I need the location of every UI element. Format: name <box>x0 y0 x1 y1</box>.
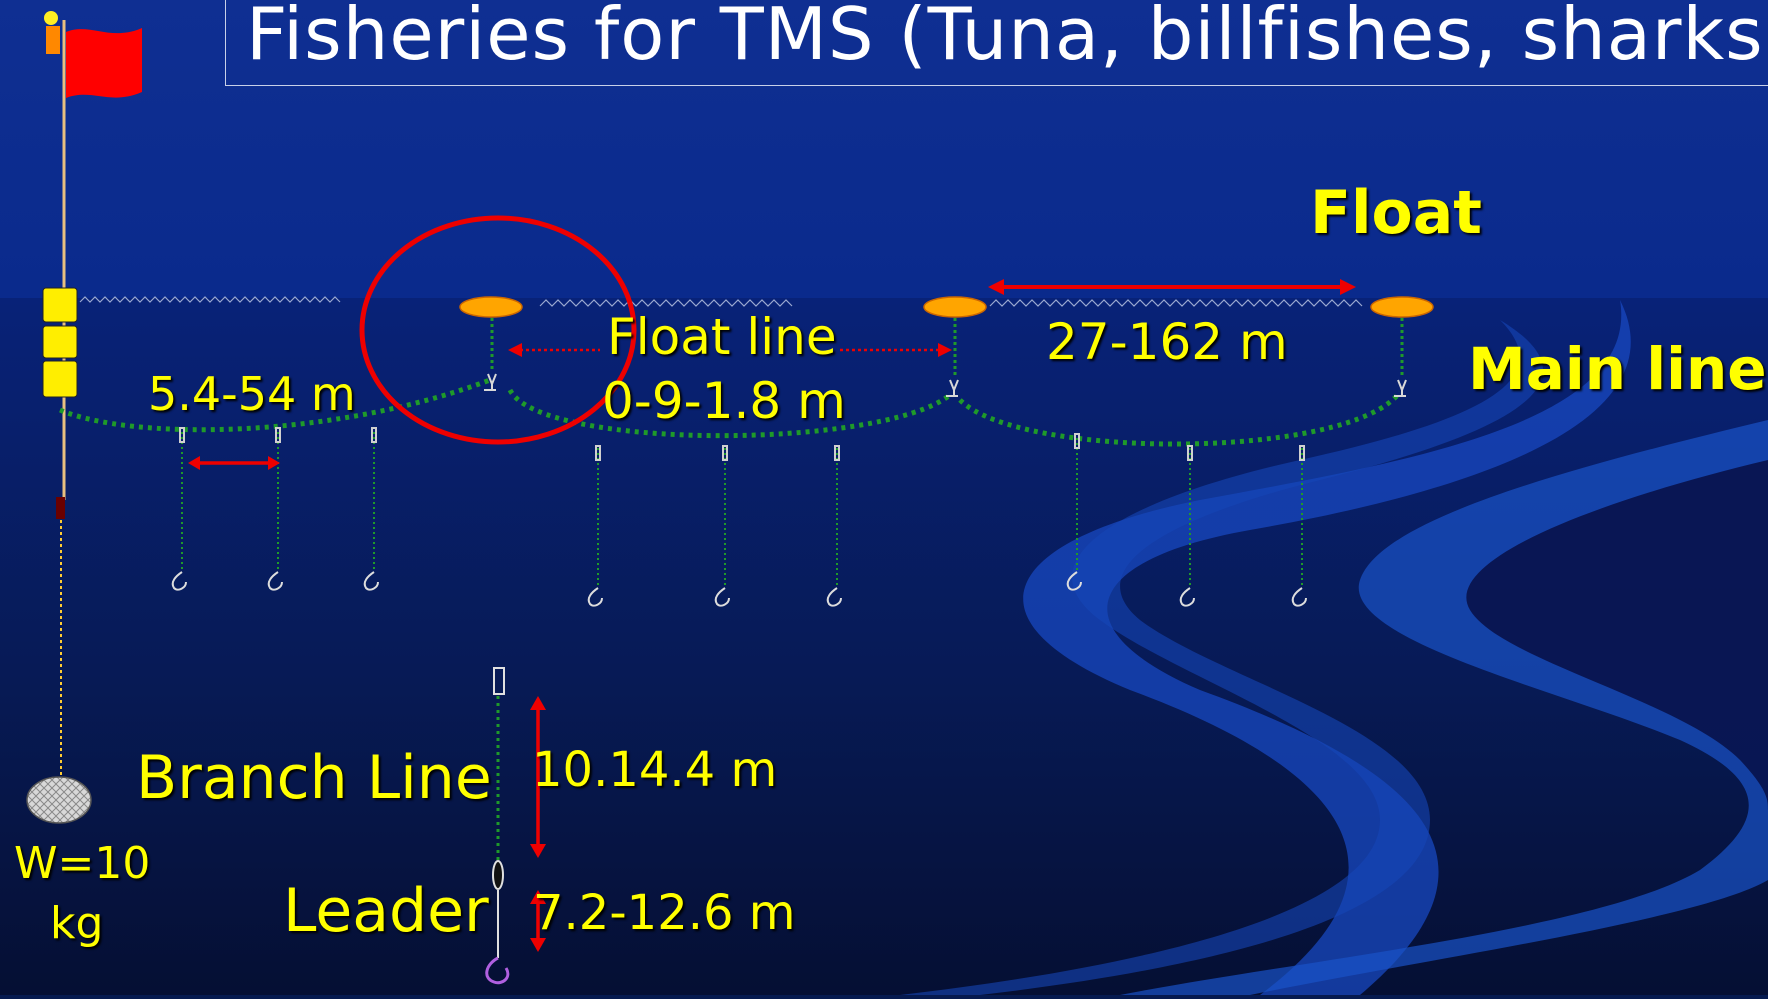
measurement-arrows <box>188 279 1356 952</box>
page-title: Fisheries for TMS (Tuna, billfishes, sha… <box>246 0 1764 76</box>
sky-background <box>0 0 1768 300</box>
hook-icon <box>171 571 1307 607</box>
leader-length-label: 7.2-12.6 m <box>533 885 796 941</box>
flag-buoy <box>26 11 142 824</box>
highlight-circle <box>359 215 637 445</box>
float-icon <box>459 296 1434 318</box>
weight-icon <box>26 776 92 824</box>
sea-surface-waves <box>79 296 341 303</box>
swivel-icon <box>484 373 1407 397</box>
title-box: Fisheries for TMS (Tuna, billfishes, sha… <box>225 0 1768 86</box>
weight-label-line1: W=10 <box>14 838 151 889</box>
float-line-length-label: 0-9-1.8 m <box>602 372 846 430</box>
branch-lines <box>171 427 1307 607</box>
float-lines <box>490 312 1404 378</box>
sea-surface-waves-2 <box>539 299 793 307</box>
branch-line-label: Branch Line <box>136 743 492 813</box>
branch-line-length-label: 10.14.4 m <box>532 742 778 798</box>
hook-icon <box>485 956 510 985</box>
weight-label-line2: kg <box>50 898 104 949</box>
main-line-label: Main line <box>1468 335 1767 403</box>
swivel-icon <box>492 860 504 890</box>
sea-surface-waves-3 <box>989 299 1363 307</box>
decorative-swoosh <box>900 300 1768 995</box>
branch-line-detail <box>485 667 510 985</box>
leader-label: Leader <box>283 876 489 946</box>
float-spacing-label: 27-162 m <box>1046 313 1288 371</box>
float-label: Float <box>1310 178 1482 248</box>
branch-spacing-label: 5.4-54 m <box>148 367 356 421</box>
float-line-label: Float line <box>607 308 837 366</box>
main-line <box>59 377 1403 447</box>
flag-icon <box>66 28 142 98</box>
